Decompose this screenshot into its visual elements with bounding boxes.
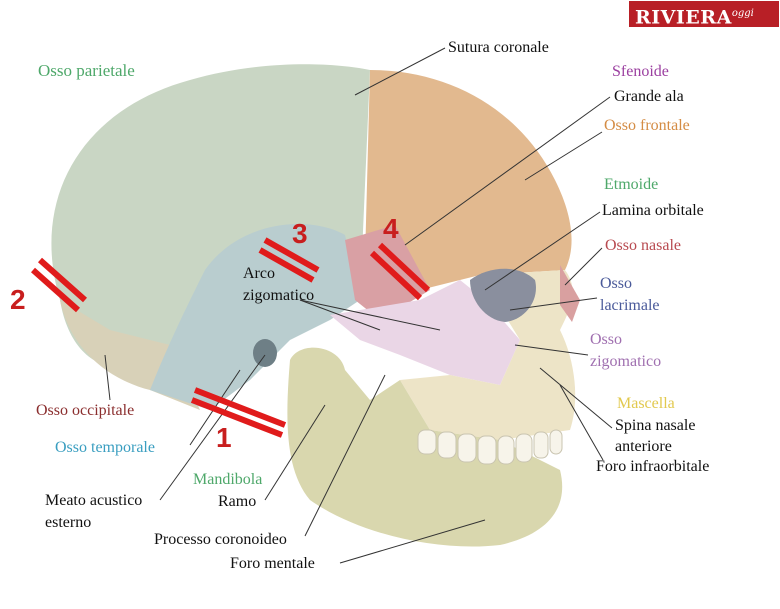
label-arco-1: Arco — [243, 265, 275, 282]
sphenoid-bone — [345, 225, 430, 320]
label-mascella: Mascella — [617, 395, 675, 412]
label-osso-lacrimale-1: Osso — [600, 275, 633, 292]
label-sfenoide: Sfenoide — [612, 63, 669, 80]
label-arco-2: zigomatico — [243, 287, 315, 304]
marker-3: 3 — [292, 218, 308, 249]
temporal-bone — [150, 224, 360, 410]
frontal-bone — [365, 70, 572, 290]
logo-sup: oggi — [731, 8, 754, 19]
label-meato-2: esterno — [45, 514, 92, 531]
teeth — [417, 429, 563, 465]
label-etmoide: Etmoide — [604, 176, 659, 193]
label-osso-zigomatico-2: zigomatico — [590, 353, 662, 370]
label-osso-frontale: Osso frontale — [604, 117, 690, 134]
nasal-bone — [560, 265, 580, 322]
label-foro-infraorbitale: Foro infraorbitale — [596, 458, 710, 475]
label-osso-zigomatico-1: Osso — [590, 331, 623, 348]
label-osso-parietale: Osso parietale — [38, 61, 135, 80]
label-spina-nasale-1: Spina nasale — [615, 417, 696, 434]
label-spina-nasale-2: anteriore — [615, 438, 672, 455]
label-lamina-orbitale: Lamina orbitale — [602, 202, 704, 219]
label-osso-occipitale: Osso occipitale — [36, 402, 135, 419]
label-grande-ala: Grande ala — [614, 88, 684, 105]
label-osso-nasale: Osso nasale — [605, 237, 681, 254]
label-processo-coronoideo: Processo coronoideo — [154, 531, 287, 548]
label-meato-1: Meato acustico — [45, 492, 143, 509]
logo-text: RIVIERA — [635, 6, 732, 29]
label-ramo: Ramo — [218, 493, 257, 510]
zygomatic-bone — [330, 280, 520, 385]
label-foro-mentale: Foro mentale — [230, 555, 315, 572]
marker-4: 4 — [383, 213, 399, 244]
label-sutura-coronale: Sutura coronale — [448, 39, 549, 56]
fracture-markers — [31, 237, 431, 438]
ear-canal — [253, 339, 277, 367]
riviera-oggi-logo: RIVIERAoggi — [629, 1, 779, 29]
label-mandibola: Mandibola — [193, 471, 263, 488]
maxilla — [400, 270, 576, 440]
label-osso-temporale: Osso temporale — [55, 439, 155, 456]
label-osso-lacrimale-2: lacrimale — [600, 297, 660, 314]
marker-2: 2 — [10, 284, 26, 315]
leader-lines — [104, 47, 613, 564]
marker-1: 1 — [216, 422, 232, 453]
